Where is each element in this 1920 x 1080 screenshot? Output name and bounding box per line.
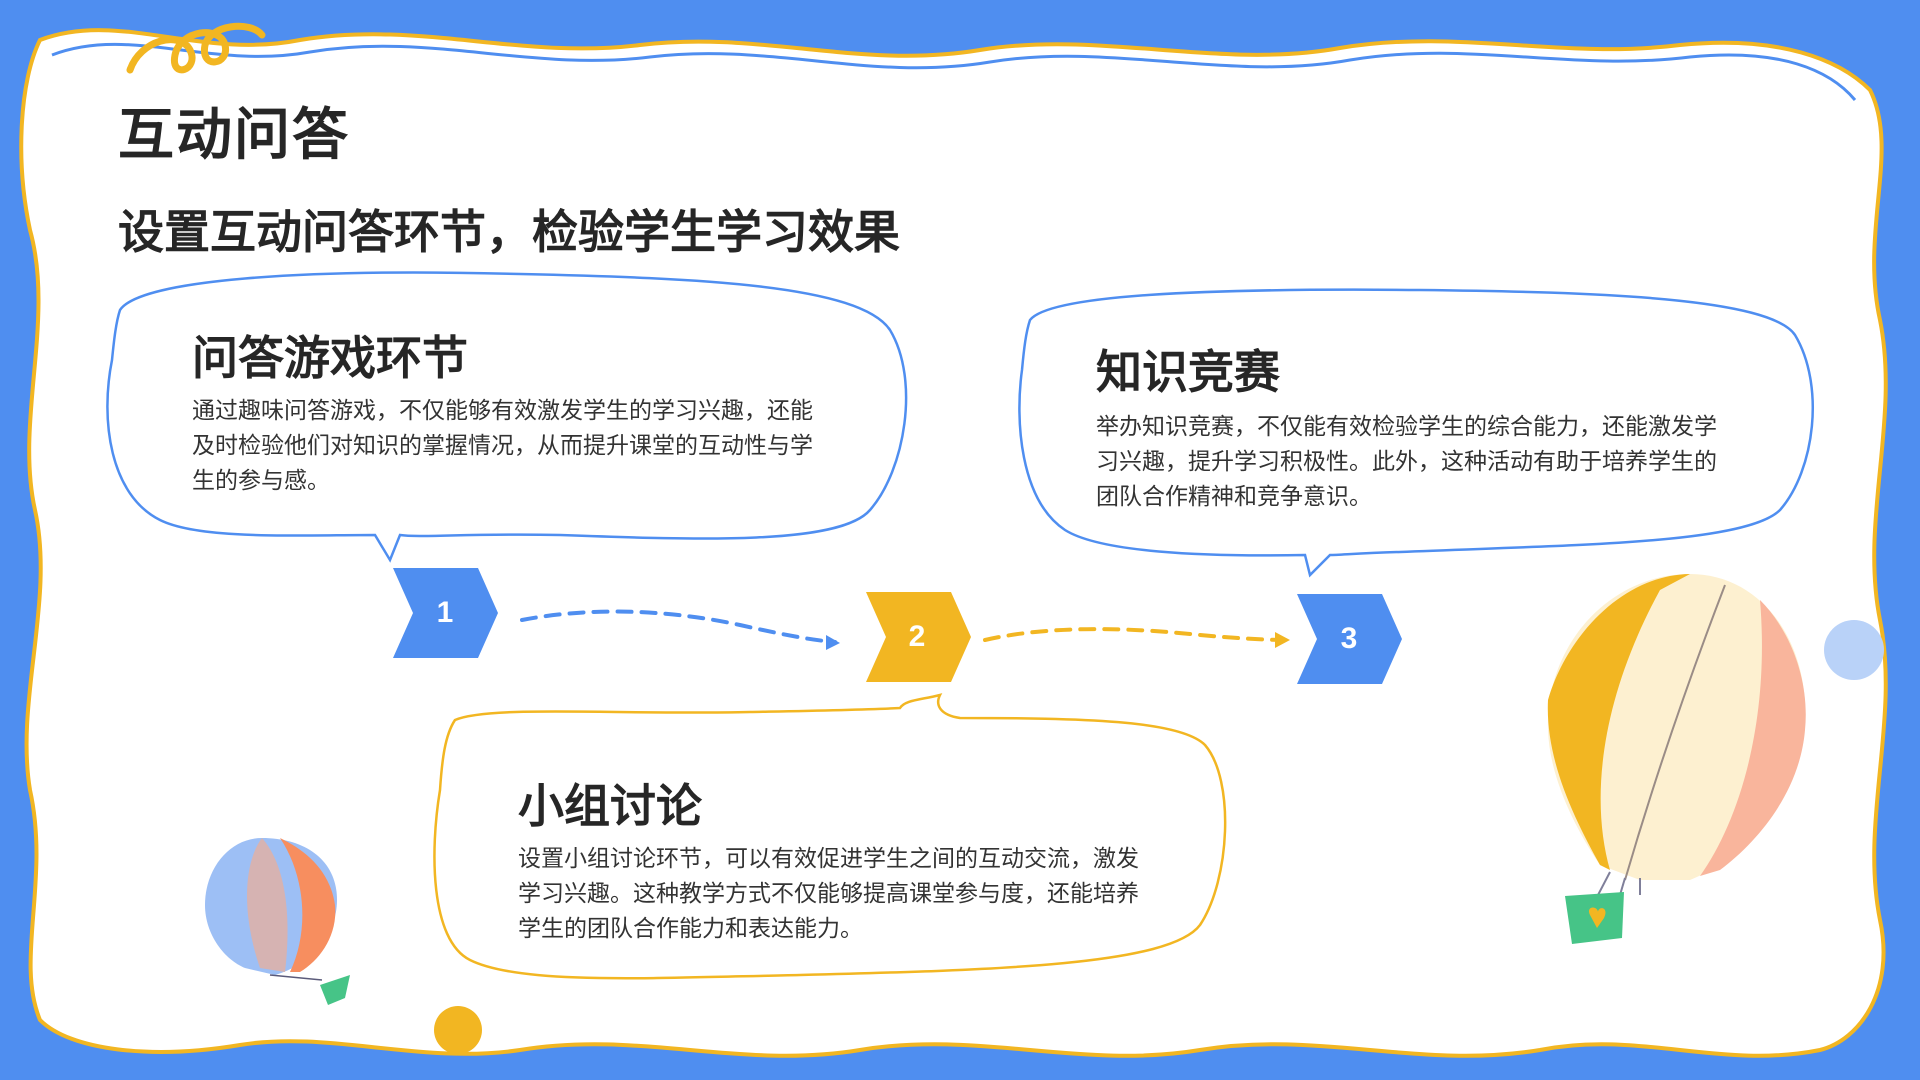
swirl-icon <box>126 22 266 74</box>
card-body-3: 举办知识竞赛，不仅能有效检验学生的综合能力，还能激发学习兴趣，提升学习积极性。此… <box>1096 414 1717 510</box>
connector-1-2 <box>520 609 837 644</box>
hot-air-balloon-icon <box>205 838 350 1005</box>
connector-2-3 <box>983 627 1287 642</box>
bubble-2 <box>433 693 1227 980</box>
bubble-3 <box>1018 288 1815 578</box>
dot-icon <box>1824 620 1884 680</box>
card-body-1: 通过趣味问答游戏，不仅能够有效激发学生的学习兴趣，还能及时检验他们对知识的掌握情… <box>192 398 813 494</box>
arrowhead <box>826 635 840 650</box>
step-chevron-2 <box>866 592 971 682</box>
bubble-1 <box>106 271 908 563</box>
step-chevron-1 <box>393 568 498 658</box>
card-body-2: 设置小组讨论环节，可以有效促进学生之间的互动交流，激发学习兴趣。这种教学方式不仅… <box>518 846 1139 942</box>
panel-outline-blue <box>51 42 1857 101</box>
page-subtitle: 设置互动问答环节，检验学生学习效果 <box>118 205 900 259</box>
dot-icon <box>434 1006 482 1054</box>
card-title-2: 小组讨论 <box>518 779 702 833</box>
arrowhead <box>1275 632 1290 648</box>
step-chevron-3 <box>1297 594 1402 684</box>
card-title-1: 问答游戏环节 <box>192 331 468 385</box>
step-number-2: 2 <box>908 620 926 653</box>
step-number-3: 3 <box>1340 622 1358 655</box>
hot-air-balloon-icon <box>1547 574 1806 944</box>
step-number-1: 1 <box>436 596 454 629</box>
page-title: 互动问答 <box>118 103 350 168</box>
card-title-3: 知识竞赛 <box>1096 345 1280 399</box>
